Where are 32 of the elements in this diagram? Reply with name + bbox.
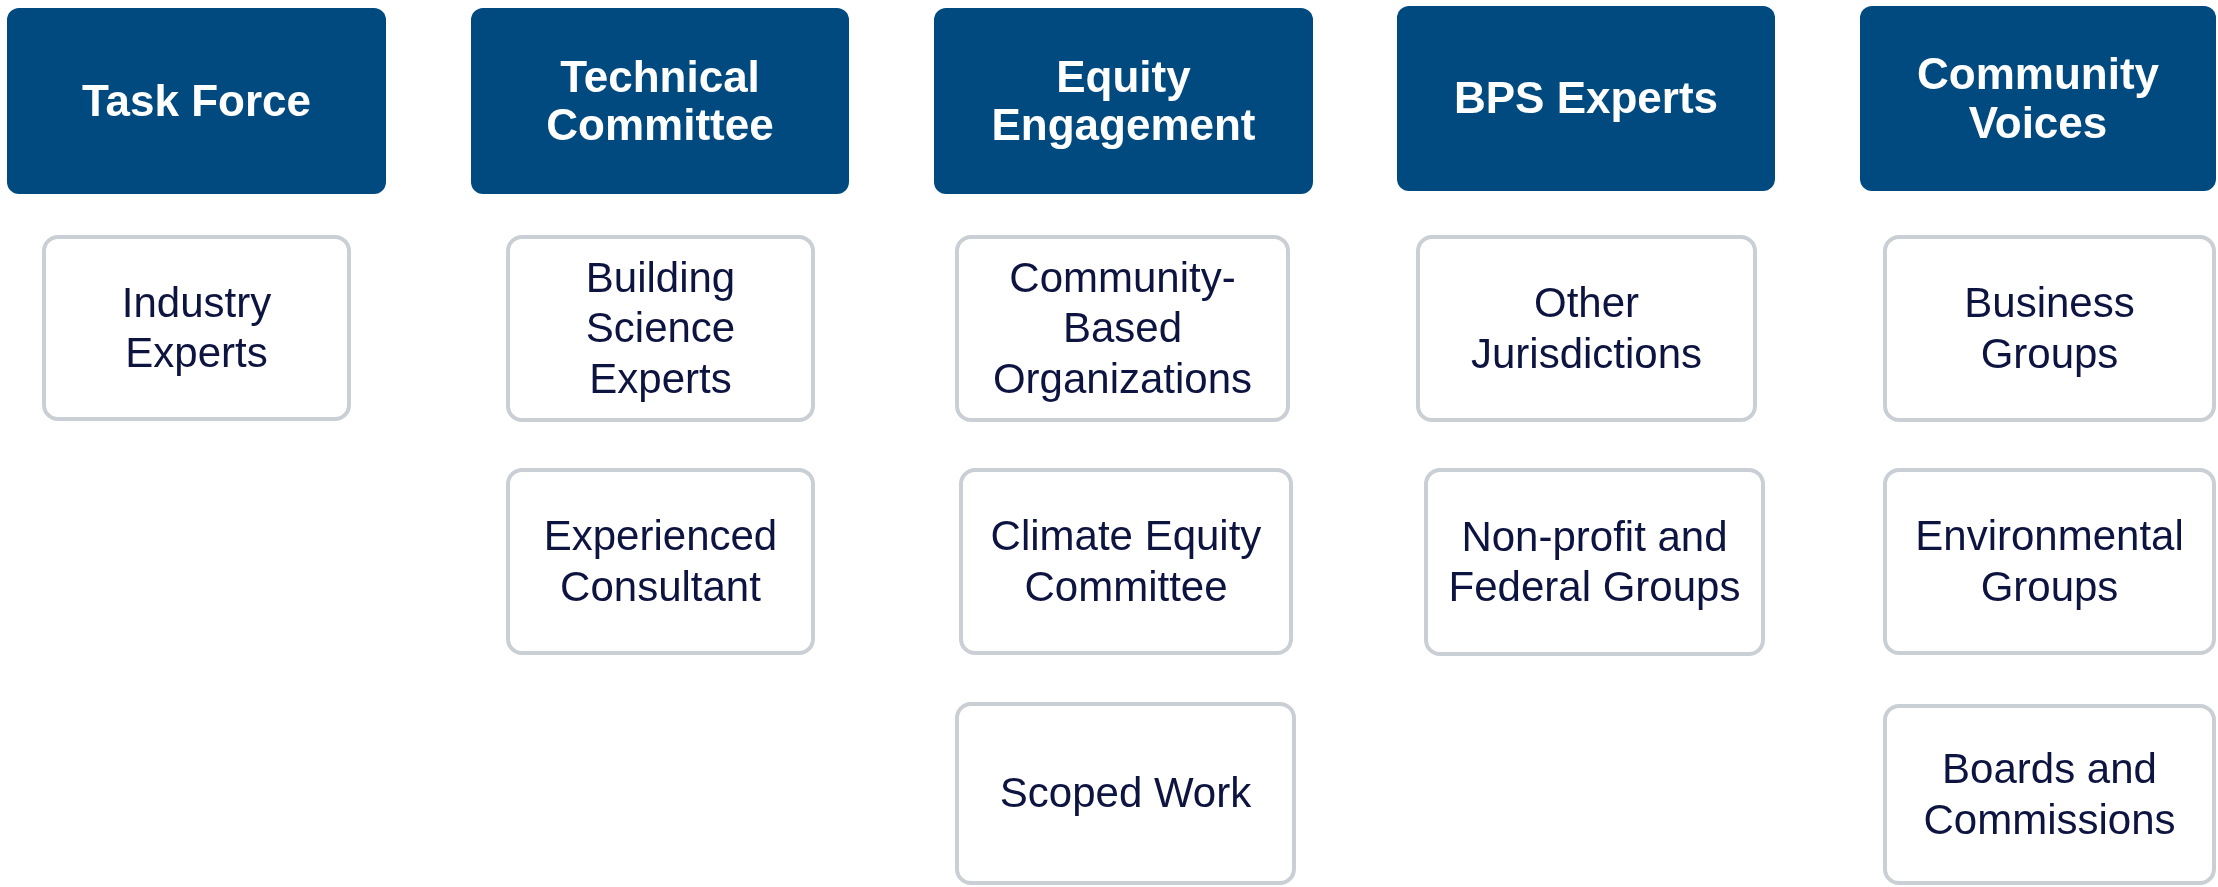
member-label: Business Groups xyxy=(1963,278,2136,379)
group-title: BPS Experts xyxy=(1452,74,1720,123)
group-title: Technical Committee xyxy=(545,52,775,150)
member-box xyxy=(506,468,815,655)
header-box xyxy=(471,8,849,194)
member-box xyxy=(955,702,1296,885)
member-label: Environmental Groups xyxy=(1914,511,2185,612)
header-box xyxy=(1397,6,1775,191)
member-box xyxy=(1883,468,2216,655)
member-label: Climate Equity Committee xyxy=(989,511,1263,612)
member-label: Industry Experts xyxy=(120,277,273,378)
member-box xyxy=(1883,704,2216,885)
member-label: Boards and Commissions xyxy=(1922,744,2177,845)
member-box xyxy=(1424,468,1765,656)
header-box xyxy=(934,8,1313,194)
member-label: Scoped Work xyxy=(998,768,1253,819)
group-title: Community Voices xyxy=(1916,50,2160,147)
member-label: Experienced Consultant xyxy=(542,511,779,612)
group-title: Equity Engagement xyxy=(990,52,1257,150)
group-title: Task Force xyxy=(80,76,313,126)
header-box xyxy=(1860,6,2216,191)
member-label: Building Science Experts xyxy=(584,252,737,404)
member-box xyxy=(955,235,1290,422)
member-box xyxy=(1883,235,2216,422)
header-box xyxy=(7,8,386,194)
member-box xyxy=(1416,235,1757,422)
member-box xyxy=(506,235,815,422)
member-label: Non-profit and Federal Groups xyxy=(1447,511,1742,612)
member-box xyxy=(42,235,351,421)
member-label: Community-Based Organizations xyxy=(991,252,1254,404)
member-box xyxy=(959,468,1293,655)
member-label: Other Jurisdictions xyxy=(1469,278,1704,379)
